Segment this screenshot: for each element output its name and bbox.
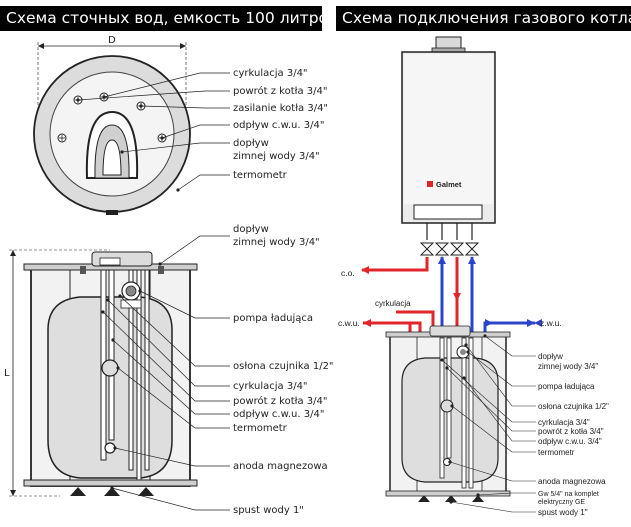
right-label-doplyw: dopływ <box>538 352 563 361</box>
dimension-l-label: L <box>4 368 10 379</box>
dimension-d-label: D <box>108 35 116 46</box>
right-label-odplyw: odpływ c.w.u. 3/4" <box>538 437 602 446</box>
top-label-termometr: termometr <box>233 170 288 181</box>
left-diagram-title: Схема сточных вод, емкость 100 литров <box>0 6 337 31</box>
pipe-label-zwu: z.w.u. <box>540 318 562 328</box>
pipe-co <box>361 257 429 274</box>
pipe-cyrkulacja <box>396 310 435 330</box>
right-label-oslona: osłona czujnika 1/2" <box>538 402 609 411</box>
top-label-cyrkulacja: cyrkulacja 3/4" <box>233 68 308 79</box>
side-label-oslona: osłona czujnika 1/2" <box>233 361 334 372</box>
top-label-doplyw: dopływ <box>233 138 269 149</box>
right-label-pompa: pompa ładująca <box>538 382 595 391</box>
side-label-odplyw: odpływ c.w.u. 3/4" <box>233 409 324 420</box>
top-label-zasilanie: zasilanie kotła 3/4" <box>233 103 328 114</box>
right-label-powrot: powrót z kotła 3/4" <box>538 427 604 436</box>
top-label-odplyw: odpływ c.w.u. 3/4" <box>233 120 324 131</box>
right-label-anoda: anoda magnezowa <box>538 477 606 486</box>
pipe-label-co: c.o. <box>341 268 355 278</box>
right-label-zimnej-wody: zimnej wody 3/4" <box>538 362 598 371</box>
right-label-elektryczny: elektryczny GE <box>538 499 585 506</box>
side-view: L <box>4 224 334 516</box>
gas-boiler: Galmet <box>401 36 496 224</box>
right-tank <box>385 325 511 502</box>
right-label-spust: spust wody 1" <box>538 508 588 517</box>
side-label-doplyw: dopływ <box>233 224 269 235</box>
pipe-label-cwu: c.w.u. <box>338 318 360 328</box>
pipe-label-cyrkulacja: cyrkulacja <box>375 299 411 308</box>
right-label-termometr: termometr <box>538 448 575 457</box>
side-label-termometr: termometr <box>233 423 288 434</box>
side-label-pompa: pompa ładująca <box>233 313 313 324</box>
side-label-zimnej-wody: zimnej wody 3/4" <box>233 237 320 248</box>
right-diagram-title: Схема подключения газового котла <box>336 6 631 31</box>
top-label-powrot: powrót z kotła 3/4" <box>233 85 328 97</box>
side-label-anoda: anoda magnezowa <box>233 461 328 472</box>
boiler-brand: Galmet <box>436 180 462 189</box>
top-label-zimnej-wody: zimnej wody 3/4" <box>233 151 320 162</box>
right-label-cyrkulacja: cyrkulacja 3/4" <box>538 418 590 427</box>
top-view: D cyrkulacja 3/4" <box>33 35 328 215</box>
side-label-cyrkulacja: cyrkulacja 3/4" <box>233 381 308 392</box>
right-label-gw: Gw 5/4" na komplet <box>538 491 599 498</box>
side-label-powrot: powrót z kotła 3/4" <box>233 395 328 407</box>
pipework <box>361 223 542 333</box>
side-label-spust: spust wody 1" <box>233 505 304 516</box>
